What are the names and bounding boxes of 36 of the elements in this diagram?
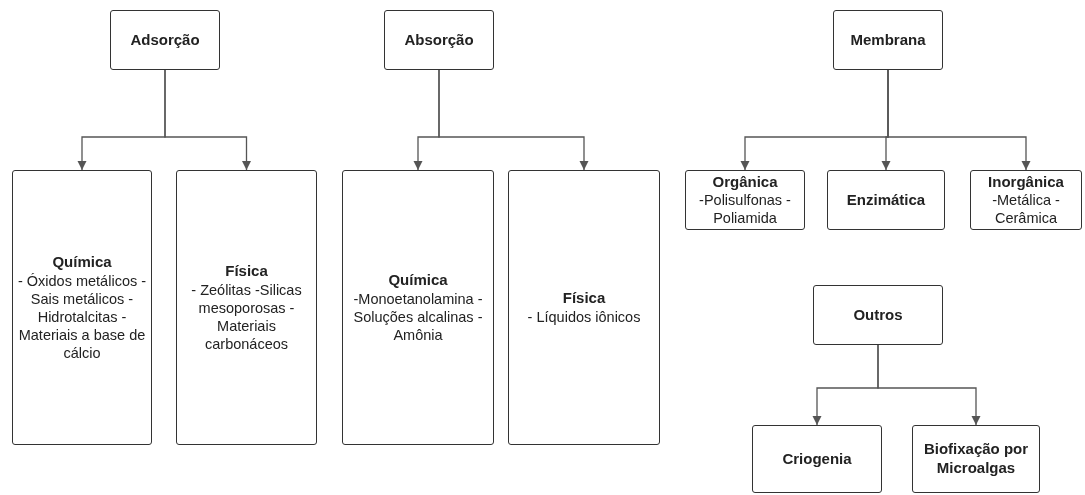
node-text: -Monoetanolamina -Soluções alcalinas -Amônia xyxy=(352,289,484,345)
node-heading: Química xyxy=(388,270,448,290)
process-box xyxy=(813,285,943,345)
category-box xyxy=(508,170,660,445)
category-box xyxy=(176,170,317,445)
node-label: Criogenia xyxy=(782,449,852,469)
node-heading: Química xyxy=(52,252,112,272)
node-text: - Zeólitas -Silicas mesoporosas -Materiais carbonáceos xyxy=(190,280,303,354)
process-box xyxy=(912,425,1040,493)
process-box xyxy=(110,10,220,70)
node-label: Adsorção xyxy=(130,30,200,50)
connector-arrow xyxy=(887,69,1031,171)
node-heading: Física xyxy=(562,289,606,308)
node-heading: Física xyxy=(225,261,268,281)
node-text: -Metálica -Cerâmica xyxy=(991,191,1061,228)
category-box xyxy=(970,170,1082,230)
node-label: Enzimática xyxy=(846,190,926,210)
node-heading: Inorgânica xyxy=(988,172,1064,192)
node-label: Biofixação por Microalgas xyxy=(922,440,1030,478)
node-label: Outros xyxy=(853,305,903,325)
category-box xyxy=(12,170,152,445)
process-box xyxy=(752,425,882,493)
category-box xyxy=(685,170,805,230)
node-text: -Polisulfonas -Poliamida xyxy=(698,191,792,228)
category-box xyxy=(342,170,494,445)
process-box xyxy=(827,170,945,230)
connector-arrow xyxy=(438,69,589,171)
node-heading: Orgânica xyxy=(712,172,778,192)
connector-arrow xyxy=(877,344,981,426)
node-text: - Óxidos metálicos -Sais metálicos -Hidrotalcitas -Materiais a base de cálcio xyxy=(16,271,148,363)
process-box xyxy=(384,10,494,70)
node-label: Membrana xyxy=(850,30,926,50)
node-label: Absorção xyxy=(404,30,474,50)
process-box xyxy=(833,10,943,70)
node-text: - Líquidos iônicos xyxy=(527,307,641,326)
connector-arrow xyxy=(164,69,252,171)
